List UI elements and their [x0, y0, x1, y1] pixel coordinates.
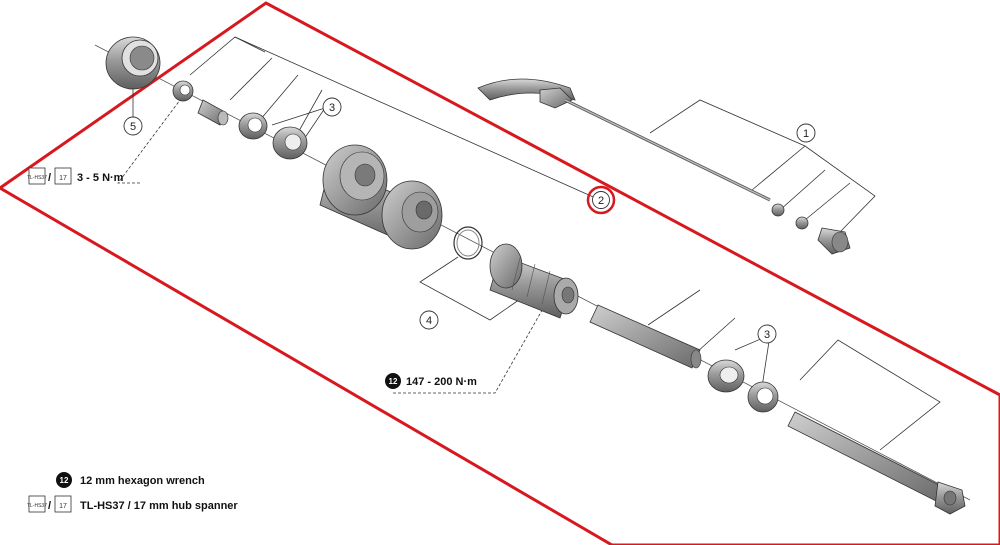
tool-legend: 12 12 mm hexagon wrench TL-HS37 / 17 TL-… — [27, 472, 238, 513]
callout-5-label: 5 — [130, 121, 136, 133]
callout-2-label: 2 — [598, 195, 604, 207]
callout-4: 4 — [419, 310, 439, 330]
legend-hex-glyph: 12 — [60, 476, 69, 485]
hex-wrench-icon — [385, 373, 401, 389]
callout-1: 1 — [796, 123, 816, 143]
callout-1-label: 1 — [803, 128, 809, 140]
legend-hex-icon — [56, 472, 72, 488]
torque-leaders — [117, 99, 546, 394]
legend-wrench-icon — [54, 495, 72, 513]
hub-axle-part — [787, 411, 966, 515]
legend-wrench-glyph: 17 — [59, 503, 67, 510]
bearing-part — [272, 126, 308, 160]
callout-5: 5 — [123, 116, 143, 136]
leader-lines — [189, 36, 941, 451]
svg-text:/: / — [48, 500, 51, 512]
tool-glyph-spanner-size: 17 — [59, 175, 67, 182]
torque-lockring-value: 147 - 200 N·m — [406, 376, 477, 388]
o-ring-part — [453, 226, 483, 260]
freehub-body-part — [489, 243, 579, 319]
callout-3-upper-label: 3 — [329, 102, 335, 114]
spacer-tube-part — [197, 99, 229, 126]
quick-release-part — [477, 78, 851, 255]
svg-text:/: / — [48, 172, 51, 184]
dust-cap-part — [105, 36, 161, 118]
torque-lockring-annotation: 12 147 - 200 N·m — [385, 373, 477, 389]
callout-2: 2 — [586, 185, 616, 215]
callout-3-lower: 3 — [757, 324, 777, 344]
bearing-lower-part — [707, 359, 745, 393]
axle-sleeve-part — [589, 304, 702, 369]
torque-locknut-value: 3 - 5 N·m — [77, 172, 124, 184]
cone-washer-lower-part — [747, 381, 779, 413]
legend-spanner-icon — [28, 495, 46, 513]
spacer-washer-part — [172, 80, 194, 102]
torque-locknut-annotation: TL-HS37 / 17 3 - 5 N·m — [27, 167, 124, 185]
callout-3-upper: 3 — [322, 97, 342, 117]
hub-body-part — [319, 144, 443, 250]
hex-glyph-size: 12 — [389, 377, 398, 386]
cone-washer-part — [238, 112, 268, 140]
legend-spanner-glyph: TL-HS37 — [27, 503, 47, 509]
hub-spanner-tool-icon — [28, 167, 46, 185]
callout-4-label: 4 — [426, 315, 432, 327]
legend-spanner-text: TL-HS37 / 17 mm hub spanner — [80, 500, 238, 512]
tool-glyph-spanner-label: TL-HS37 — [27, 175, 47, 181]
wrench-tool-icon — [54, 167, 72, 185]
callout-3-lower-label: 3 — [764, 329, 770, 341]
legend-hex-text: 12 mm hexagon wrench — [80, 475, 205, 487]
